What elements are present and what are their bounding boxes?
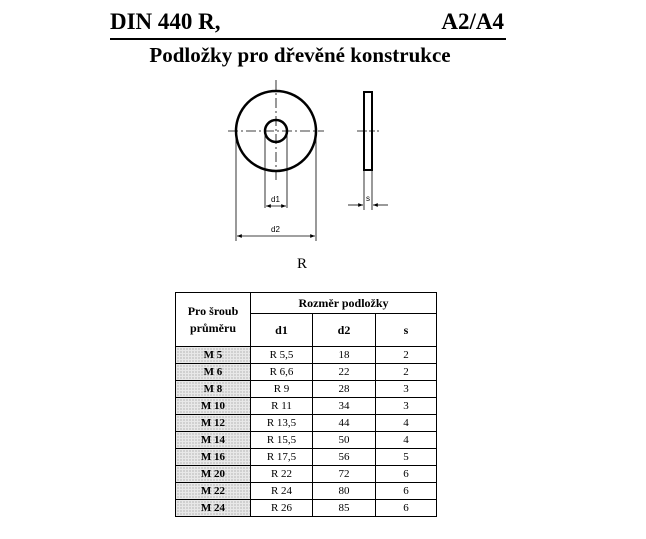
cell-d1: R 15,5 bbox=[250, 431, 313, 449]
document-header: DIN 440 R, A2/A4 bbox=[110, 8, 506, 40]
table-row: M 20 R 22 72 6 bbox=[175, 465, 437, 483]
cell-screw: M 5 bbox=[175, 346, 251, 364]
cell-s: 4 bbox=[375, 431, 437, 449]
cell-screw: M 22 bbox=[175, 482, 251, 500]
cell-s: 5 bbox=[375, 448, 437, 466]
cell-d1: R 26 bbox=[250, 499, 313, 517]
cell-d2: 80 bbox=[312, 482, 376, 500]
cell-d2: 18 bbox=[312, 346, 376, 364]
cell-screw: M 6 bbox=[175, 363, 251, 381]
cell-screw: M 10 bbox=[175, 397, 251, 415]
table-row: M 22 R 24 80 6 bbox=[175, 482, 437, 500]
cell-d1: R 24 bbox=[250, 482, 313, 500]
cell-d2: 28 bbox=[312, 380, 376, 398]
cell-s: 3 bbox=[375, 397, 437, 415]
cell-d2: 44 bbox=[312, 414, 376, 432]
washer-front-view bbox=[228, 80, 324, 241]
cell-d1: R 13,5 bbox=[250, 414, 313, 432]
cell-d1: R 9 bbox=[250, 380, 313, 398]
cell-s: 6 bbox=[375, 465, 437, 483]
cell-d1: R 11 bbox=[250, 397, 313, 415]
cell-d1: R 5,5 bbox=[250, 346, 313, 364]
cell-d1: R 17,5 bbox=[250, 448, 313, 466]
cell-s: 3 bbox=[375, 380, 437, 398]
cell-screw: M 20 bbox=[175, 465, 251, 483]
header-s: s bbox=[375, 313, 437, 347]
table-row: M 14 R 15,5 50 4 bbox=[175, 431, 437, 449]
table-row: M 6 R 6,6 22 2 bbox=[175, 363, 437, 381]
drawing-caption: R bbox=[297, 256, 308, 272]
header-washer-dimension: Rozměr podložky bbox=[250, 292, 437, 314]
cell-d1: R 6,6 bbox=[250, 363, 313, 381]
table-row: M 10 R 11 34 3 bbox=[175, 397, 437, 415]
cell-screw: M 14 bbox=[175, 431, 251, 449]
table-row: M 16 R 17,5 56 5 bbox=[175, 448, 437, 466]
cell-screw: M 12 bbox=[175, 414, 251, 432]
cell-d1: R 22 bbox=[250, 465, 313, 483]
cell-s: 6 bbox=[375, 482, 437, 500]
header-d2: d2 bbox=[312, 313, 376, 347]
cell-screw: M 24 bbox=[175, 499, 251, 517]
d2-label: d2 bbox=[271, 225, 280, 234]
header-d1: d1 bbox=[250, 313, 313, 347]
cell-s: 2 bbox=[375, 363, 437, 381]
cell-d2: 22 bbox=[312, 363, 376, 381]
cell-d2: 34 bbox=[312, 397, 376, 415]
dimension-table: Pro šroub průměru Rozměr podložky d1 d2 … bbox=[175, 292, 437, 517]
cell-s: 2 bbox=[375, 346, 437, 364]
cell-s: 4 bbox=[375, 414, 437, 432]
washer-side-view bbox=[348, 91, 388, 210]
table-row: M 24 R 26 85 6 bbox=[175, 499, 437, 517]
header-screw-diameter: Pro šroub průměru bbox=[175, 292, 251, 347]
cell-screw: M 16 bbox=[175, 448, 251, 466]
page-subtitle: Podložky pro dřevěné konstrukce bbox=[149, 43, 451, 67]
cell-s: 6 bbox=[375, 499, 437, 517]
washer-technical-drawing: d1 d2 s bbox=[228, 80, 388, 241]
cell-d2: 85 bbox=[312, 499, 376, 517]
table-row: M 5 R 5,5 18 2 bbox=[175, 346, 437, 364]
d1-label: d1 bbox=[271, 195, 280, 204]
standard-title: DIN 440 R, bbox=[110, 9, 221, 34]
cell-screw: M 8 bbox=[175, 380, 251, 398]
cell-d2: 50 bbox=[312, 431, 376, 449]
cell-d2: 56 bbox=[312, 448, 376, 466]
table-row: M 8 R 9 28 3 bbox=[175, 380, 437, 398]
table-row: M 12 R 13,5 44 4 bbox=[175, 414, 437, 432]
material-grade: A2/A4 bbox=[441, 9, 504, 34]
table-header-row: Pro šroub průměru Rozměr podložky bbox=[175, 292, 437, 347]
s-label: s bbox=[366, 194, 370, 203]
cell-d2: 72 bbox=[312, 465, 376, 483]
